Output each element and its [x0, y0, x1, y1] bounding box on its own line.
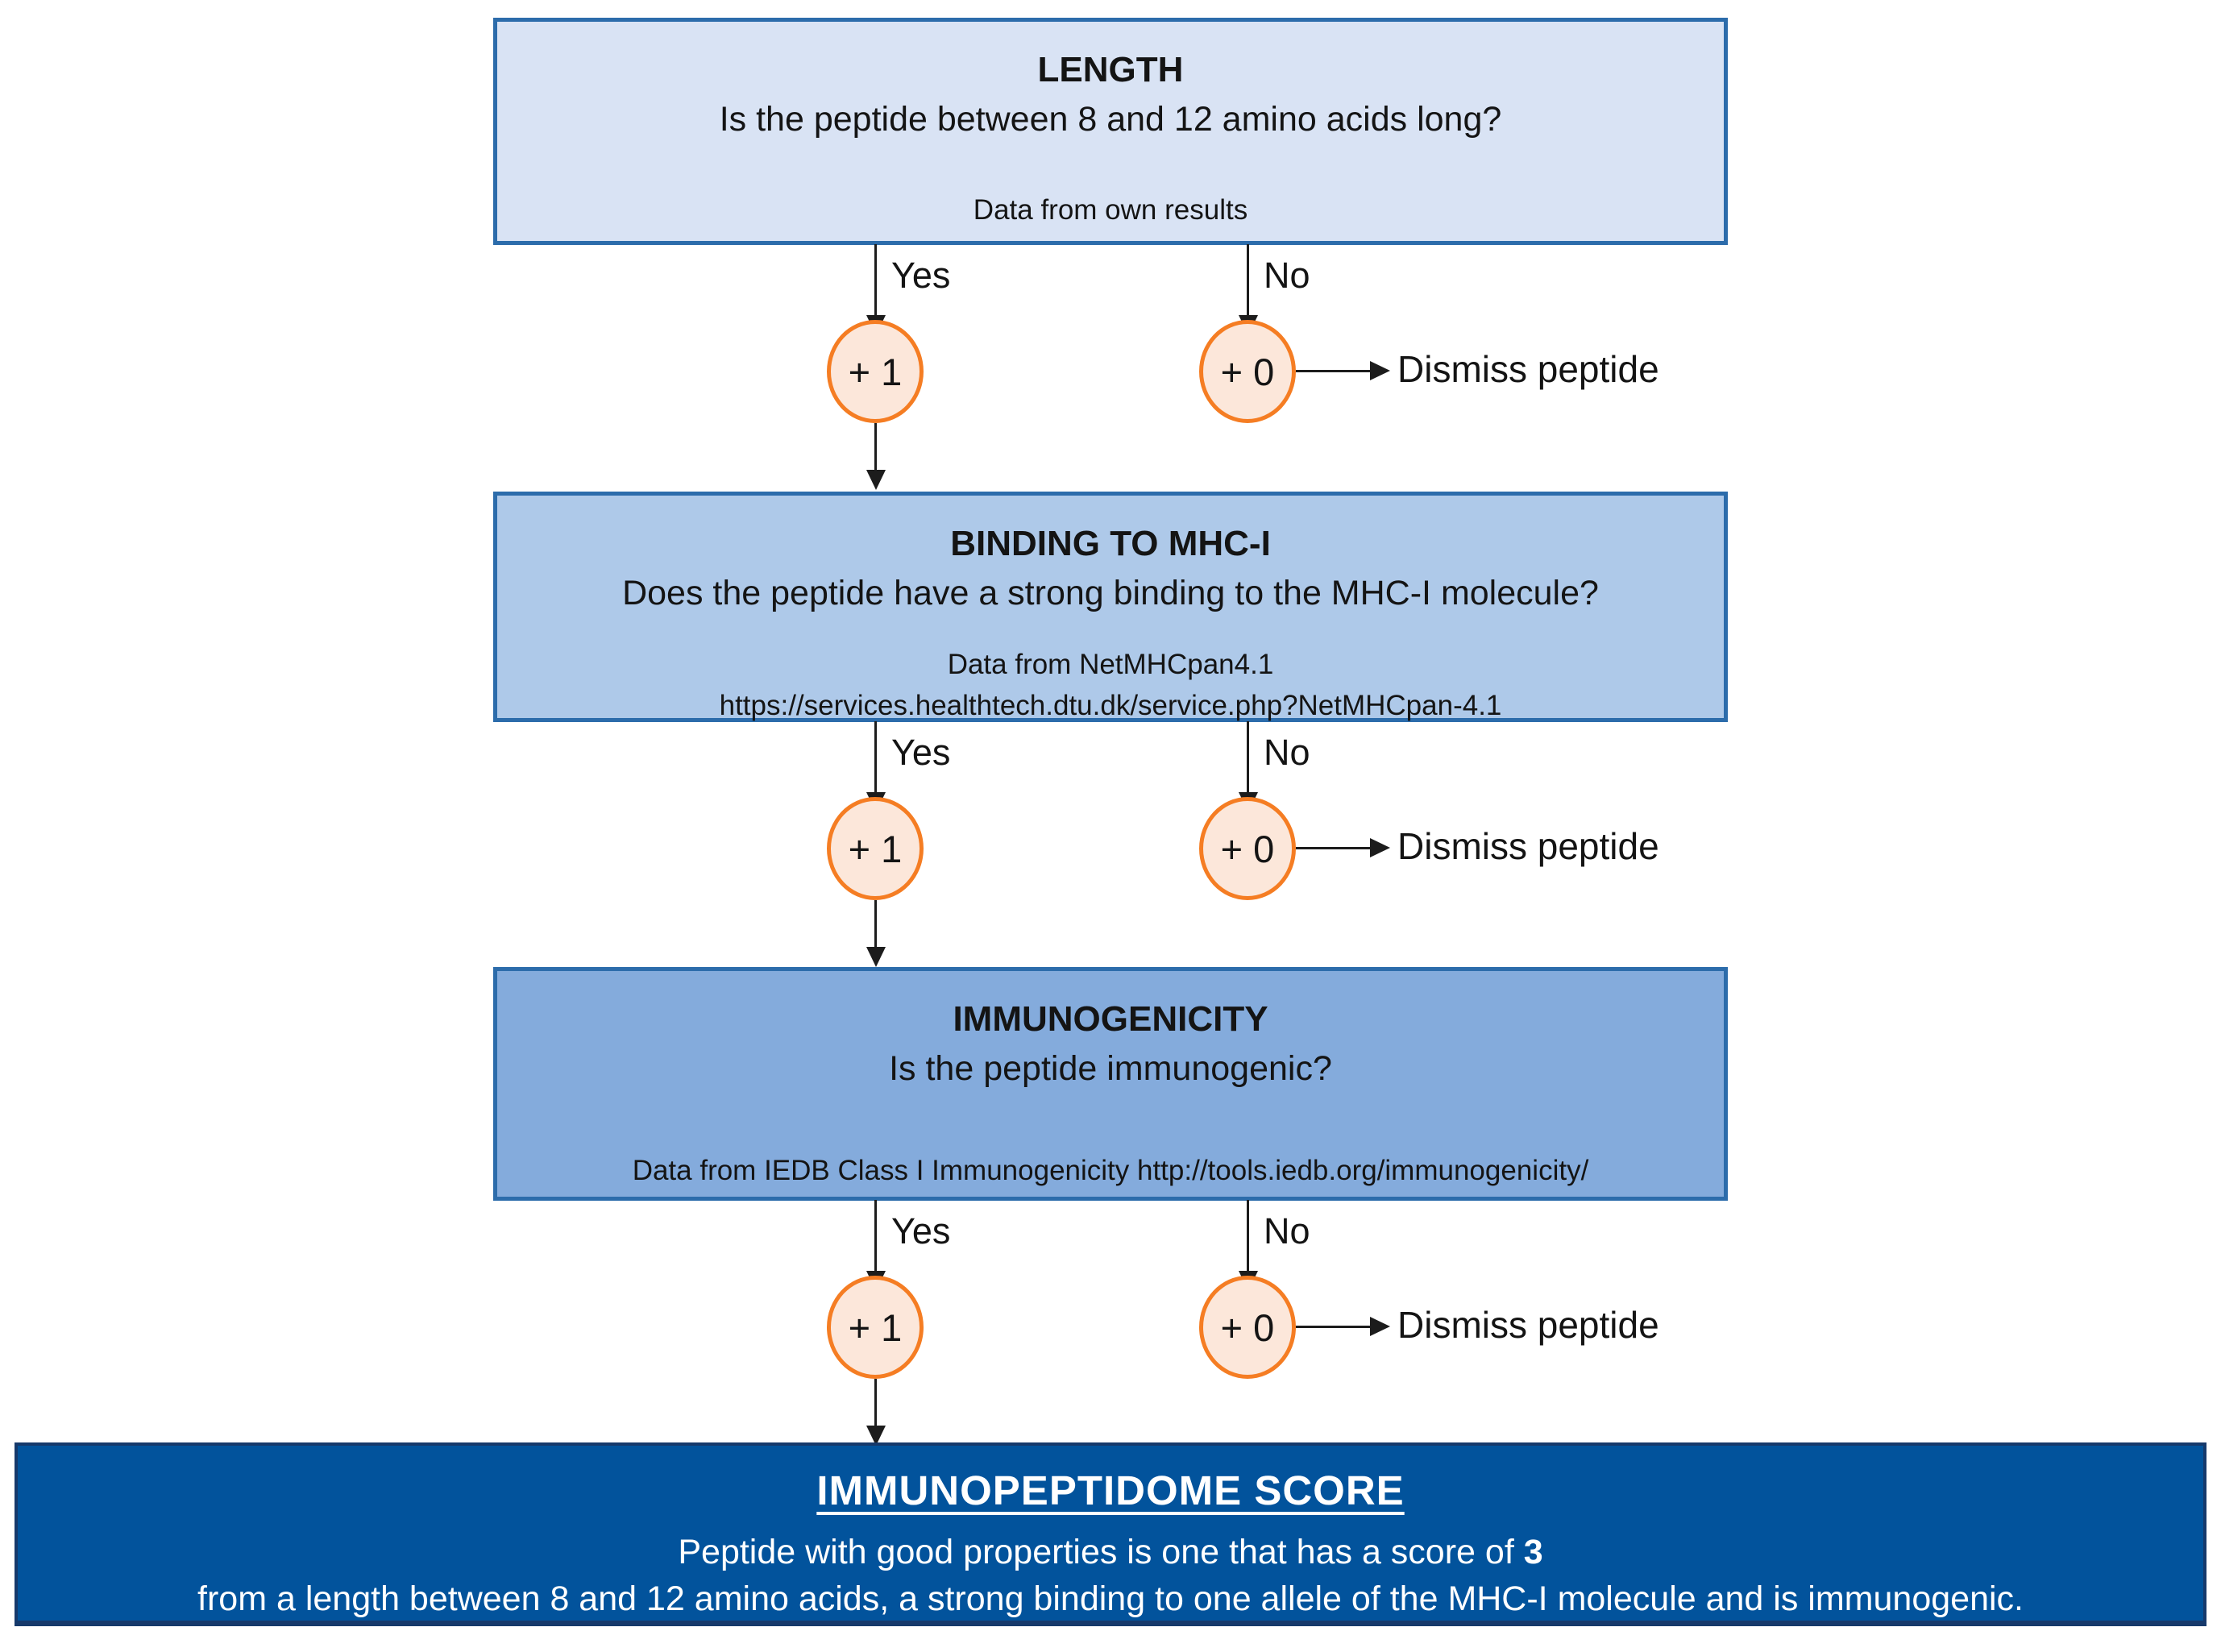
arrow-right-icon	[1370, 1317, 1390, 1336]
step-title-length: LENGTH	[1037, 50, 1184, 89]
yes-arrow-line	[874, 1200, 877, 1271]
arrow-right-icon	[1370, 838, 1390, 857]
step-question-length: Is the peptide between 8 and 12 amino ac…	[719, 100, 1502, 139]
result-title: IMMUNOPEPTIDOME SCORE	[816, 1467, 1405, 1513]
score-plus-one-circle: + 1	[827, 797, 924, 900]
no-label: No	[1264, 732, 1310, 773]
yes-arrow-line	[874, 244, 877, 315]
dismiss-peptide-label: Dismiss peptide	[1397, 348, 1659, 390]
branch-row-length: Yes + 1 No + 0 Dismiss peptide	[0, 244, 2221, 492]
dismiss-arrow-line	[1296, 847, 1370, 849]
score-plus-one-circle: + 1	[827, 1276, 924, 1379]
step-sources-length: Data from own results	[497, 190, 1724, 231]
step-question-immunogenicity: Is the peptide immunogenic?	[889, 1049, 1332, 1088]
result-score-line: Peptide with good properties is one that…	[18, 1530, 2203, 1575]
step-title-immunogenicity: IMMUNOGENICITY	[953, 999, 1268, 1039]
step-sources-binding: Data from NetMHCpan4.1 https://services.…	[497, 645, 1724, 727]
yes-label: Yes	[891, 255, 951, 296]
source-line: Data from IEDB Class I Immunogenicity ht…	[632, 1154, 1589, 1186]
score-plus-zero-circle: + 0	[1199, 320, 1296, 423]
no-arrow-line	[1247, 244, 1249, 315]
step-title-binding: BINDING TO MHC-I	[950, 524, 1271, 563]
no-label: No	[1264, 255, 1310, 296]
next-step-arrow-line	[874, 900, 877, 947]
no-arrow-line	[1247, 1200, 1249, 1271]
dismiss-peptide-label: Dismiss peptide	[1397, 1304, 1659, 1346]
dismiss-arrow-line	[1296, 1326, 1370, 1328]
step-question-binding: Does the peptide have a strong binding t…	[622, 574, 1599, 612]
source-line: Data from own results	[973, 193, 1248, 226]
source-url: https://services.healthtech.dtu.dk/servi…	[719, 689, 1502, 721]
arrow-down-icon	[866, 947, 886, 967]
yes-label: Yes	[891, 1210, 951, 1251]
result-score-value: 3	[1523, 1533, 1543, 1571]
score-plus-zero-circle: + 0	[1199, 1276, 1296, 1379]
result-score-text: Peptide with good properties is one that…	[678, 1533, 1524, 1571]
yes-label: Yes	[891, 732, 951, 773]
dismiss-arrow-line	[1296, 370, 1370, 372]
branch-row-binding: Yes + 1 No + 0 Dismiss peptide	[0, 721, 2221, 969]
dismiss-peptide-label: Dismiss peptide	[1397, 825, 1659, 867]
next-step-arrow-line	[874, 423, 877, 470]
score-plus-one-circle: + 1	[827, 320, 924, 423]
result-box-immunopeptidome-score: IMMUNOPEPTIDOME SCORE Peptide with good …	[15, 1442, 2206, 1626]
arrow-down-icon	[866, 1426, 886, 1446]
score-plus-zero-circle: + 0	[1199, 797, 1296, 900]
step-box-immunogenicity: IMMUNOGENICITY Is the peptide immunogeni…	[493, 967, 1728, 1201]
arrow-down-icon	[866, 470, 886, 490]
next-step-arrow-line	[874, 1379, 877, 1426]
step-box-binding: BINDING TO MHC-I Does the peptide have a…	[493, 492, 1728, 722]
no-label: No	[1264, 1210, 1310, 1251]
step-box-length: LENGTH Is the peptide between 8 and 12 a…	[493, 18, 1728, 245]
arrow-right-icon	[1370, 361, 1390, 380]
yes-arrow-line	[874, 721, 877, 792]
result-detail-line: from a length between 8 and 12 amino aci…	[197, 1579, 2024, 1618]
step-sources-immunogenicity: Data from IEDB Class I Immunogenicity ht…	[497, 1151, 1724, 1192]
branch-row-immunogenicity: Yes + 1 No + 0 Dismiss peptide	[0, 1200, 2221, 1446]
source-line: Data from NetMHCpan4.1	[947, 648, 1274, 680]
no-arrow-line	[1247, 721, 1249, 792]
